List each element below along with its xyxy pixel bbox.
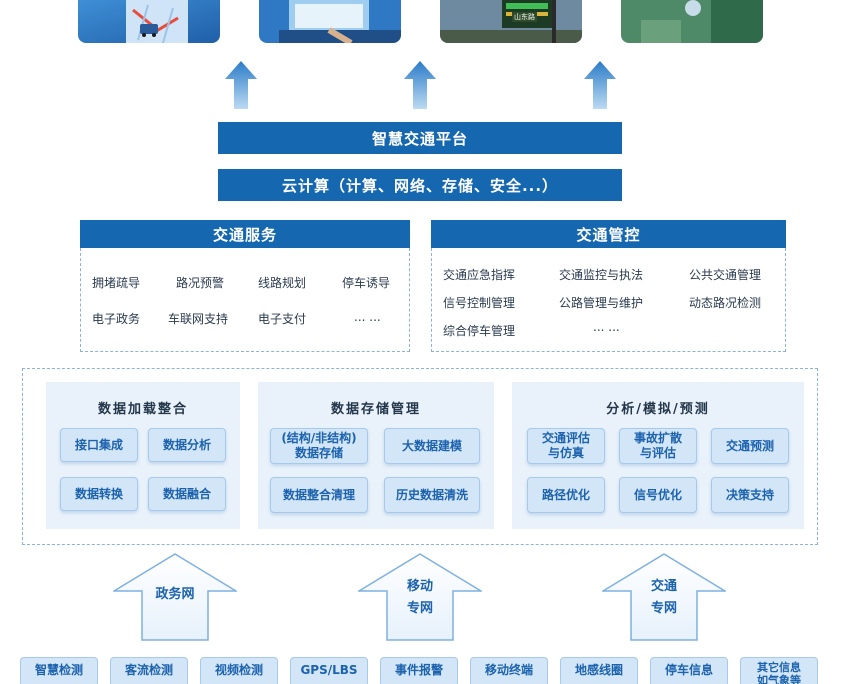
source-chip: 事件报警 xyxy=(380,657,458,684)
source-chip: 地感线圈 xyxy=(560,657,638,684)
module-chip: 决策支持 xyxy=(711,477,789,513)
data-layer-frame xyxy=(22,368,818,545)
module-title: 数据加载整合 xyxy=(97,402,188,417)
service-item: 电子政务 xyxy=(92,312,141,326)
analysis-module: 分析/模拟/预测 交通评估 与仿真 事故扩散 与评估 交通预测 路径优化 信号优… xyxy=(512,382,804,529)
service-item: 路况预警 xyxy=(176,276,225,290)
source-chip: GPS/LBS xyxy=(290,657,368,684)
network-arrow-icon xyxy=(113,553,237,641)
traffic-service-body xyxy=(80,248,410,352)
module-chip: 交通评估 与仿真 xyxy=(527,428,605,464)
traffic-sign-photo: 山东路 xyxy=(440,0,582,43)
module-chip: 信号优化 xyxy=(619,477,697,513)
module-chip: 数据整合清理 xyxy=(270,477,368,513)
sign-text: 山东路 xyxy=(512,12,537,22)
traffic-service-panel: 交通服务 拥堵疏导 路况预警 线路规划 停车诱导 电子政务 车联网支持 电子支付… xyxy=(80,220,410,352)
source-chip: 视频检测 xyxy=(200,657,278,684)
module-title: 分析/模拟/预测 xyxy=(606,402,710,417)
network-label: 交通 专网 xyxy=(650,579,677,616)
service-item: 公路管理与维护 xyxy=(559,296,644,310)
service-item: ... ... xyxy=(354,310,381,324)
platform-title: 智慧交通平台 xyxy=(218,122,622,154)
up-arrow-icon xyxy=(225,61,257,109)
service-item: 信号控制管理 xyxy=(443,296,516,310)
traffic-light-photo xyxy=(621,0,763,43)
service-item: 动态路况检测 xyxy=(689,296,762,310)
module-chip: 接口集成 xyxy=(60,428,138,462)
module-chip: 事故扩散 与评估 xyxy=(619,428,697,464)
data-storage-module: 数据存储管理 (结构/非结构) 数据存储 大数据建模 数据整合清理 历史数据清洗 xyxy=(258,382,494,529)
service-item: 交通应急指挥 xyxy=(443,268,516,282)
service-item: 停车诱导 xyxy=(342,276,391,290)
service-item: 综合停车管理 xyxy=(443,324,516,338)
network-label: 移动 专网 xyxy=(406,579,433,616)
module-chip: 交通预测 xyxy=(711,428,789,464)
module-chip: 历史数据清洗 xyxy=(384,477,480,513)
dashboard-photo xyxy=(259,0,401,43)
source-chip: 移动终端 xyxy=(470,657,548,684)
cloud-computing-title: 云计算（计算、网络、存储、安全...） xyxy=(218,169,622,201)
data-integration-module: 数据加载整合 接口集成 数据分析 数据转换 数据融合 xyxy=(46,382,240,529)
module-chip: 数据转换 xyxy=(60,477,138,511)
navigation-photo xyxy=(78,0,220,43)
service-item: 电子支付 xyxy=(258,312,307,326)
module-chip: 数据分析 xyxy=(148,428,226,462)
module-chip: 路径优化 xyxy=(527,477,605,513)
source-chip: 停车信息 xyxy=(650,657,728,684)
up-arrow-icon xyxy=(584,61,616,109)
module-chip: (结构/非结构) 数据存储 xyxy=(270,428,368,464)
service-item: ... ... xyxy=(593,320,620,334)
traffic-control-title: 交通管控 xyxy=(431,220,786,248)
source-chip: 其它信息 如气象等 xyxy=(740,657,818,684)
service-item: 交通监控与执法 xyxy=(559,268,644,282)
traffic-control-panel: 交通管控 交通应急指挥 交通监控与执法 公共交通管理 信号控制管理 公路管理与维… xyxy=(431,220,786,352)
network-arrow-icon xyxy=(358,553,482,641)
service-item: 线路规划 xyxy=(258,276,307,290)
source-chip: 客流检测 xyxy=(110,657,188,684)
module-title: 数据存储管理 xyxy=(330,402,421,417)
network-arrow-icon xyxy=(602,553,726,641)
service-item: 拥堵疏导 xyxy=(92,276,141,290)
up-arrow-icon xyxy=(404,61,436,109)
source-chip: 智慧检测 xyxy=(20,657,98,684)
traffic-control-body xyxy=(431,248,786,352)
service-item: 公共交通管理 xyxy=(689,268,762,282)
module-chip: 大数据建模 xyxy=(384,428,480,464)
network-label: 政务网 xyxy=(155,587,195,602)
module-chip: 数据融合 xyxy=(148,477,226,511)
service-item: 车联网支持 xyxy=(168,312,229,326)
traffic-service-title: 交通服务 xyxy=(80,220,410,248)
